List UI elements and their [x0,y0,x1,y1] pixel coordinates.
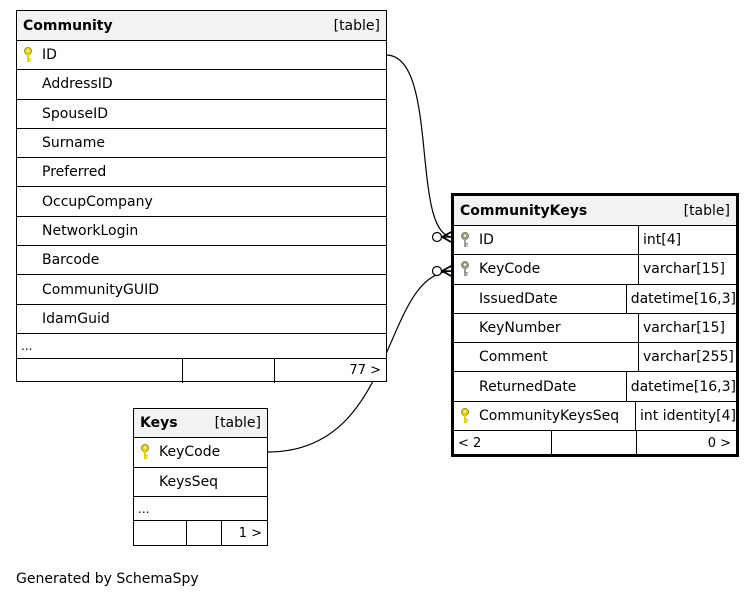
table-header: Community [table] [17,11,386,41]
children-count: 77 > [349,363,381,379]
zero-marker [431,265,443,277]
column-row[interactable]: SpouseID [17,100,386,129]
column-type: datetime[16,3] [625,372,736,401]
parents-count: < 2 [458,435,482,451]
footer-children-count: 1 > [221,521,267,545]
column-name: CommunityGUID [42,281,160,298]
children-count: 1 > [238,525,262,541]
column-row[interactable]: CommunityKeysSeq int identity[4] [454,401,736,432]
children-count: 0 > [707,435,731,451]
key-icon [461,408,469,423]
table-footer: < 2 0 > [454,431,736,456]
column-row[interactable]: AddressID [17,70,386,100]
relationship-community-id [385,54,454,238]
column-row[interactable]: Surname [17,129,386,159]
column-row[interactable]: KeyNumber varchar[15] [454,313,736,344]
footer-cell [134,521,186,545]
column-name: KeyCode [159,444,221,461]
table-header: Keys [table] [134,409,267,438]
column-row[interactable]: Comment varchar[255] [454,343,736,373]
ellipsis-row: ... [17,334,386,359]
column-row[interactable]: IdamGuid [17,305,386,334]
table-kind: [table] [683,202,730,219]
table-community[interactable]: Community [table] ID AddressID SpouseID Sur… [16,10,387,383]
column-row[interactable]: Barcode [17,246,386,276]
column-name: ID [479,232,494,249]
column-type: varchar[255] [638,343,736,372]
column-name: Barcode [42,252,100,269]
column-row[interactable]: IssuedDate datetime[16,3] [454,284,736,314]
footer-parents-count: < 2 [454,431,551,455]
column-name: OccupCompany [42,193,153,210]
column-name: CommunityKeysSeq [479,407,620,424]
footer-cell [186,521,221,545]
footer-children-count: 0 > [636,431,736,456]
column-name: Surname [42,135,105,152]
column-name: NetworkLogin [42,222,139,239]
table-footer: 77 > [17,358,386,383]
column-row[interactable]: OccupCompany [17,187,386,217]
column-row[interactable]: KeysSeq [134,468,267,497]
column-type: int identity[4] [635,401,736,431]
column-name: KeysSeq [159,473,219,490]
column-name: AddressID [42,76,113,93]
column-row[interactable]: ID int[4] [454,226,736,256]
table-footer: 1 > [134,521,267,545]
table-header: CommunityKeys [table] [454,196,736,226]
table-name: Keys [140,415,178,431]
footer-cell [182,358,274,383]
column-name: KeyCode [479,261,541,278]
column-name: IssuedDate [479,290,558,307]
generated-by-text: Generated by SchemaSpy [16,571,199,587]
column-row[interactable]: KeyCode varchar[15] [454,255,736,285]
ellipsis: ... [138,501,150,516]
column-row[interactable]: NetworkLogin [17,217,386,247]
table-name: Community [23,17,113,34]
table-kind: [table] [333,17,380,34]
footer-cell [551,431,636,456]
column-row[interactable]: ID [17,41,386,71]
key-icon [24,47,32,63]
column-name: Preferred [42,164,107,181]
table-community-keys[interactable]: CommunityKeys [table] ID int[4] KeyCode var… [451,193,739,457]
column-row[interactable]: ReturnedDate datetime[16,3] [454,372,736,402]
column-row[interactable]: CommunityGUID [17,275,386,305]
footer-cell [17,359,182,383]
key-icon [461,232,469,248]
key-icon [141,444,149,460]
ellipsis: ... [21,338,33,353]
column-type: varchar[15] [638,255,736,284]
column-row[interactable]: KeyCode [134,438,267,468]
column-name: Comment [479,349,548,366]
column-name: ID [42,47,57,64]
zero-marker [431,231,443,243]
column-name: KeyNumber [479,320,561,337]
column-row[interactable]: Preferred [17,158,386,188]
column-name: ReturnedDate [479,378,577,395]
table-kind: [table] [214,415,261,431]
key-icon [461,261,469,277]
column-type: datetime[16,3] [625,284,736,313]
column-type: int[4] [638,226,736,255]
table-name: CommunityKeys [460,202,588,219]
footer-children-count: 77 > [274,358,386,383]
column-type: varchar[15] [638,313,736,343]
column-name: IdamGuid [42,310,110,327]
ellipsis-row: ... [134,497,267,521]
column-name: SpouseID [42,105,109,122]
